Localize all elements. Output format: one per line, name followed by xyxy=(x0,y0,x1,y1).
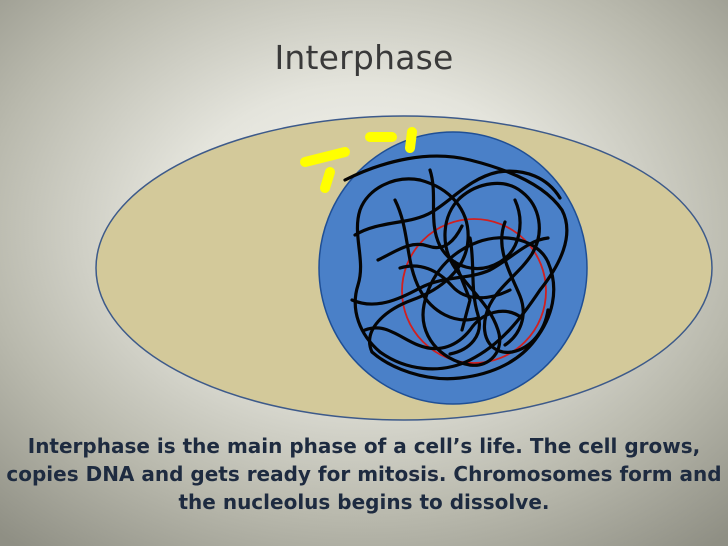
slide-caption: Interphase is the main phase of a cell’s… xyxy=(6,434,722,514)
nucleus xyxy=(318,131,588,405)
nucleolus xyxy=(401,218,547,364)
chromatin-tangle xyxy=(343,154,569,381)
slide-title: Interphase xyxy=(274,38,454,77)
highlighter-marks xyxy=(300,127,417,193)
